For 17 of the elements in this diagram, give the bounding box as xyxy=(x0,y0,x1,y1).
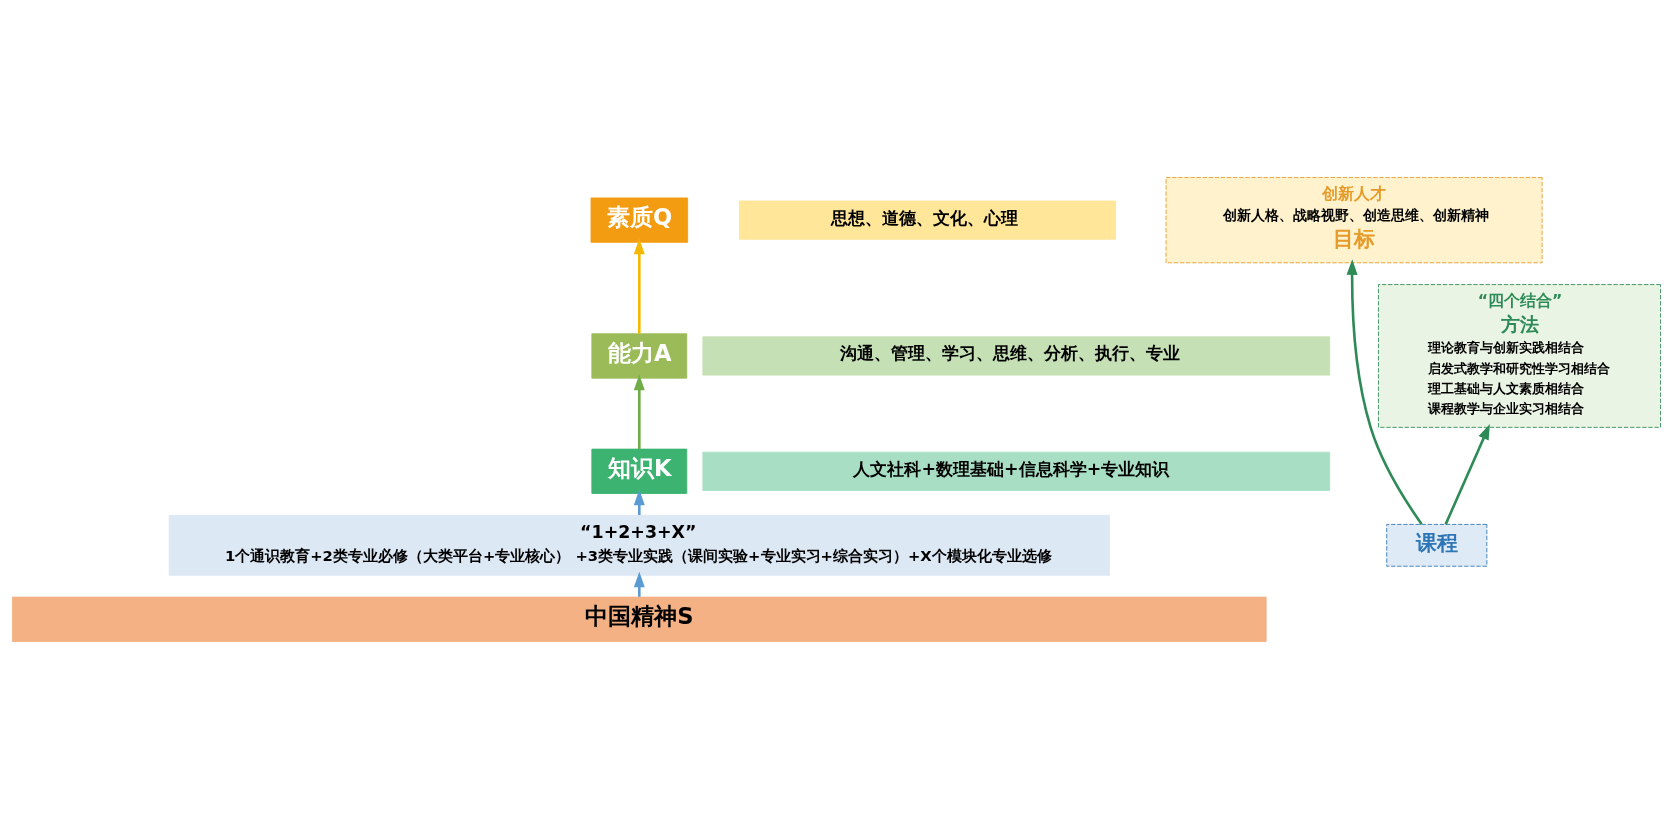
node-box: 人文社科+数理基础+信息科学+专业知识 xyxy=(702,451,1331,491)
arrow xyxy=(633,571,645,597)
node-box: 课程 xyxy=(1386,523,1488,567)
node-box: 中国精神S xyxy=(12,596,1267,642)
node-box: “四个结合” 方法 理论教育与创新实践相结合 启发式教学和研究性学习相结合 理工基础与人文素质相结合 课程教学与企业实习相结合 xyxy=(1378,283,1661,428)
node-box: 能力A xyxy=(591,332,688,379)
node-box: “1+2+3+X” 1个通识教育+2类专业必修（大类平台+专业核心） +3类专业实践（课间实验+专业实习+综合实习）+X个模块化专业选修 xyxy=(168,514,1110,576)
node-box: 思想、道德、文化、心理 xyxy=(739,200,1116,240)
node-box: 素质Q xyxy=(590,197,689,243)
arrow xyxy=(1444,423,1490,525)
arrow xyxy=(1346,258,1423,525)
arrow xyxy=(633,238,645,334)
node-box: 沟通、管理、学习、思维、分析、执行、专业 xyxy=(702,335,1331,376)
arrow xyxy=(633,374,645,449)
node-box: 知识K xyxy=(591,448,688,494)
arrow xyxy=(633,489,645,515)
node-box: 创新人才 创新人格、战略视野、创造思维、创新精神 目标 xyxy=(1165,176,1543,263)
